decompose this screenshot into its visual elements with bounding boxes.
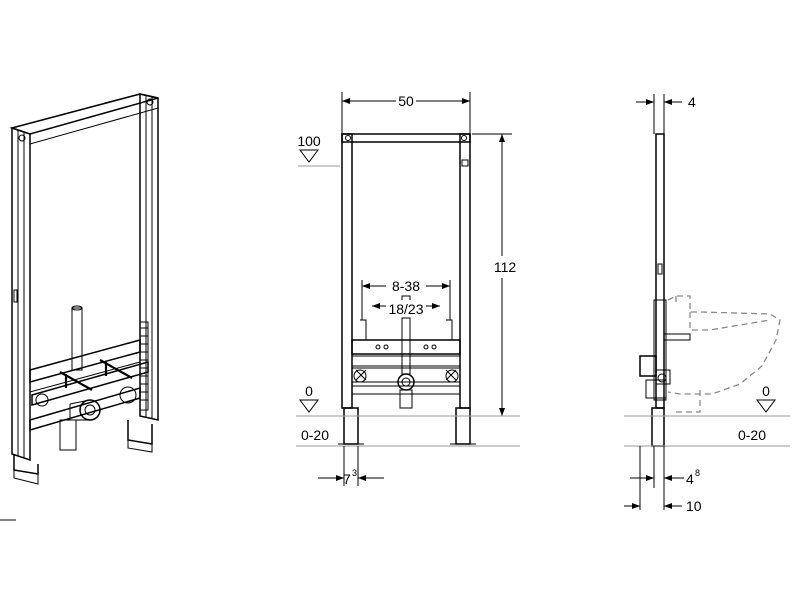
iso-threaded-rod-left — [59, 371, 93, 391]
foot-offset-label: 7 — [343, 471, 351, 487]
front-view: 50 100 112 8-38 18/23 — [296, 92, 520, 487]
iso-threaded-rod-right — [99, 359, 133, 379]
iso-left-foot — [13, 454, 39, 475]
iso-right-upright — [139, 93, 159, 421]
iso-top-right-bolt — [146, 98, 154, 106]
depth-bottom-label: 10 — [686, 498, 702, 514]
side-foot — [651, 407, 665, 447]
floor-range-side-label: 0-20 — [738, 427, 766, 443]
iso-right-foot — [127, 420, 153, 445]
foot-offset-sup: 3 — [352, 468, 357, 478]
iso-mounting-plate — [29, 339, 141, 383]
isometric-view — [0, 93, 159, 521]
height-total-label: 112 — [494, 259, 517, 275]
iso-lower-rail — [31, 361, 149, 406]
front-valve-right — [445, 369, 459, 383]
front-right-foot — [455, 407, 471, 445]
connection-range-label: 8-38 — [392, 278, 420, 294]
side-frame-column — [655, 133, 665, 409]
level-zero-side-label: 0 — [762, 383, 770, 399]
iso-adjust-bar — [139, 321, 149, 411]
pipe-spacing-label: 18/23 — [388, 301, 423, 317]
frame-depth-top-label: 4 — [688, 94, 696, 110]
side-view: 4 0 0-20 4 8 — [624, 94, 790, 514]
front-mounting-plate — [351, 339, 461, 355]
front-left-foot — [343, 407, 359, 445]
side-rod — [663, 333, 691, 341]
floor-range-front-label: 0-20 — [301, 427, 329, 443]
offset-side-label: 4 — [686, 471, 694, 487]
offset-side-sup: 8 — [695, 468, 700, 478]
iso-top-left-bolt — [18, 134, 26, 142]
front-top-rail — [341, 133, 471, 143]
level-top-label: 100 — [297, 133, 321, 149]
front-valve-left — [353, 369, 367, 383]
iso-supply-pipe — [71, 307, 83, 371]
front-left-upright — [341, 133, 353, 409]
iso-left-upright — [11, 126, 31, 462]
level-top-triangle — [299, 149, 319, 163]
bidet-outline — [667, 295, 781, 395]
level-zero-side-triangle — [756, 399, 776, 413]
width-total-label: 50 — [398, 93, 414, 109]
front-right-upright — [459, 133, 471, 409]
level-zero-front-triangle — [299, 399, 319, 413]
iso-valve — [119, 386, 137, 404]
level-zero-front-label: 0 — [305, 383, 313, 399]
